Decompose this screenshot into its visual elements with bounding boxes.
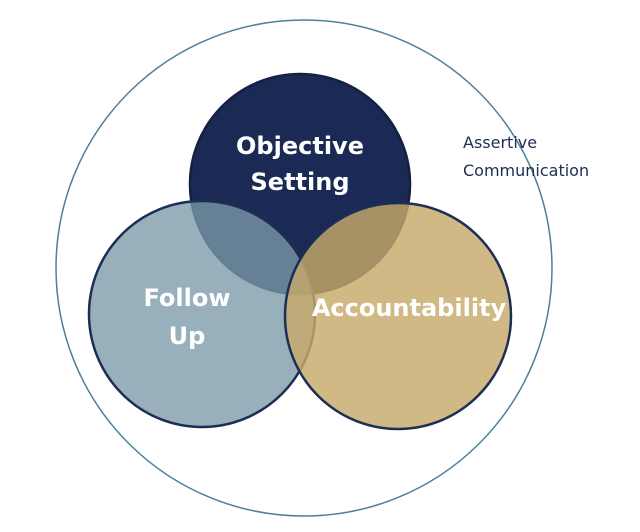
label-setting: Setting xyxy=(251,168,350,196)
label-communication: Communication xyxy=(463,161,589,180)
label-accountability: Accountability xyxy=(312,294,507,322)
circle-accountability xyxy=(283,201,513,431)
label-objective: Objective xyxy=(236,132,364,160)
circle-follow-up xyxy=(87,199,317,429)
label-up: Up xyxy=(169,322,206,350)
label-assertive: Assertive xyxy=(463,133,537,152)
outer-circle-assertive-communication xyxy=(55,19,553,517)
label-follow: Follow xyxy=(143,284,230,312)
